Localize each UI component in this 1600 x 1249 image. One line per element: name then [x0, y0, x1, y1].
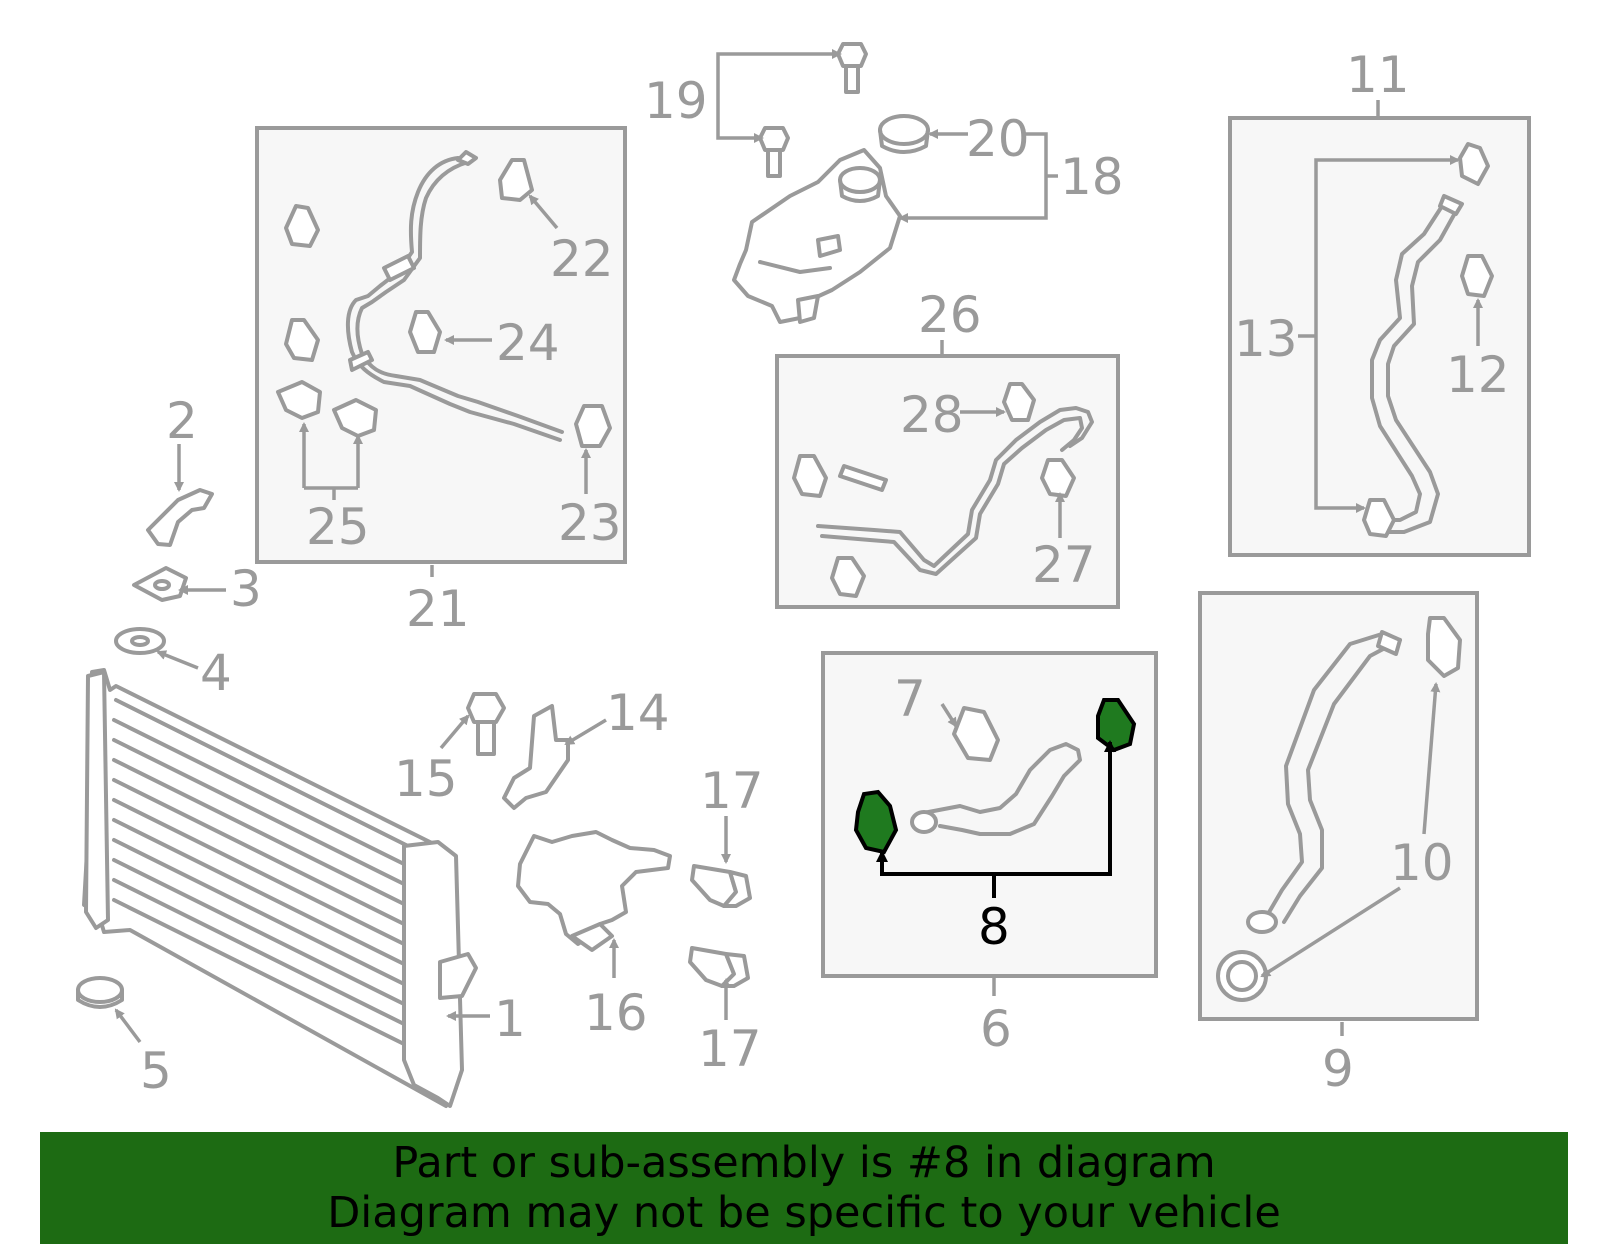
- label-20: 20: [966, 110, 1030, 168]
- cap-20: [878, 114, 930, 154]
- bolt-17-bottom: [688, 946, 750, 988]
- clamp-10-top: [1426, 616, 1462, 678]
- clip-25a: [276, 380, 322, 420]
- banner-line-1: Part or sub-assembly is #8 in diagram: [392, 1138, 1216, 1188]
- clamp-26-left: [792, 454, 828, 498]
- label-11: 11: [1346, 46, 1410, 104]
- hose-assembly-21: [345, 150, 564, 442]
- bolt-19-top: [836, 42, 868, 94]
- label-5: 5: [140, 1042, 172, 1100]
- highlight-banner: Part or sub-assembly is #8 in diagram Di…: [40, 1132, 1568, 1244]
- label-22: 22: [550, 230, 614, 288]
- clamp-28: [1002, 382, 1036, 422]
- label-19: 19: [644, 72, 708, 130]
- label-8: 8: [978, 898, 1010, 956]
- hose-13: [1370, 194, 1464, 534]
- label-4: 4: [200, 644, 232, 702]
- label-18: 18: [1060, 148, 1124, 206]
- bracket-14: [502, 704, 570, 810]
- hose-6: [910, 742, 1082, 836]
- label-17-top: 17: [700, 762, 764, 820]
- reservoir-18: [732, 148, 902, 324]
- label-17-bottom: 17: [698, 1020, 762, 1078]
- clamp-8-left: [853, 789, 899, 855]
- banner-line-2: Diagram may not be specific to your vehi…: [327, 1188, 1281, 1238]
- label-23: 23: [558, 494, 622, 552]
- hose-assembly-26: [816, 406, 1094, 576]
- label-3: 3: [230, 560, 262, 618]
- clamp-23: [574, 404, 612, 448]
- clamp-7: [952, 706, 1000, 762]
- label-10: 10: [1390, 834, 1454, 892]
- clamp-12: [1460, 254, 1494, 298]
- label-21: 21: [406, 580, 470, 638]
- label-16: 16: [584, 984, 648, 1042]
- label-15: 15: [394, 750, 458, 808]
- label-27: 27: [1032, 536, 1096, 594]
- label-24: 24: [496, 314, 560, 372]
- washer-part-4: [114, 627, 166, 655]
- label-1: 1: [494, 990, 526, 1048]
- label-13: 13: [1234, 310, 1298, 368]
- clamp-11-top: [1458, 142, 1490, 186]
- label-9: 9: [1322, 1040, 1354, 1098]
- clamp-8-right: [1096, 698, 1137, 753]
- label-14: 14: [606, 684, 670, 742]
- hose-9: [1246, 630, 1402, 934]
- label-25: 25: [306, 498, 370, 556]
- bracket-part-2: [146, 488, 214, 547]
- label-6: 6: [980, 1000, 1012, 1058]
- bolt-17-top: [690, 864, 752, 908]
- bracket-part-3: [132, 566, 188, 602]
- clamp-11-bottom: [1362, 498, 1396, 538]
- thermostat-housing-16: [516, 830, 672, 952]
- label-7: 7: [894, 670, 926, 728]
- bolt-15: [466, 692, 506, 756]
- clamp-22: [498, 158, 534, 202]
- label-12: 12: [1446, 346, 1510, 404]
- radiator-part-1: [82, 668, 478, 1108]
- cap-part-5: [76, 976, 124, 1004]
- clamp-left-lower: [284, 318, 320, 362]
- clamp-10-bottom: [1216, 950, 1268, 1002]
- label-28: 28: [900, 386, 964, 444]
- clamp-26-bottom: [830, 556, 866, 598]
- clip-25b: [332, 398, 378, 438]
- clamp-27: [1040, 458, 1076, 498]
- label-26: 26: [918, 286, 982, 344]
- label-2: 2: [166, 392, 198, 450]
- bolt-19-bottom: [758, 126, 790, 178]
- clamp-24: [408, 310, 442, 354]
- clamp-left-upper: [284, 204, 320, 248]
